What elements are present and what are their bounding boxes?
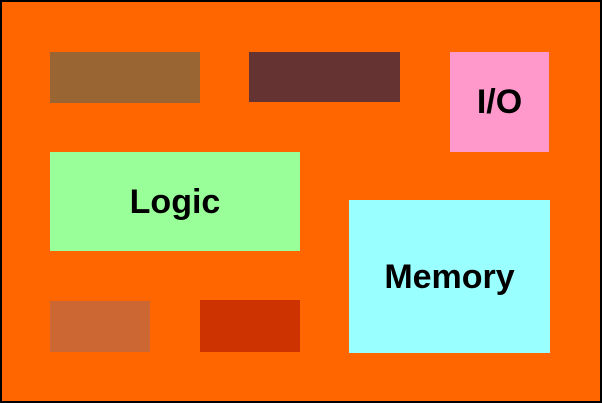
red-block — [200, 300, 300, 352]
memory-block-label: Memory — [384, 257, 515, 296]
memory-block: Memory — [349, 200, 550, 353]
io-block-label: I/O — [476, 83, 523, 121]
maroon-block — [249, 52, 400, 102]
logic-block: Logic — [50, 152, 300, 251]
tan-block — [50, 301, 150, 352]
logic-block-label: Logic — [129, 182, 221, 221]
io-block: I/O — [450, 52, 549, 152]
brown-block — [50, 52, 200, 103]
